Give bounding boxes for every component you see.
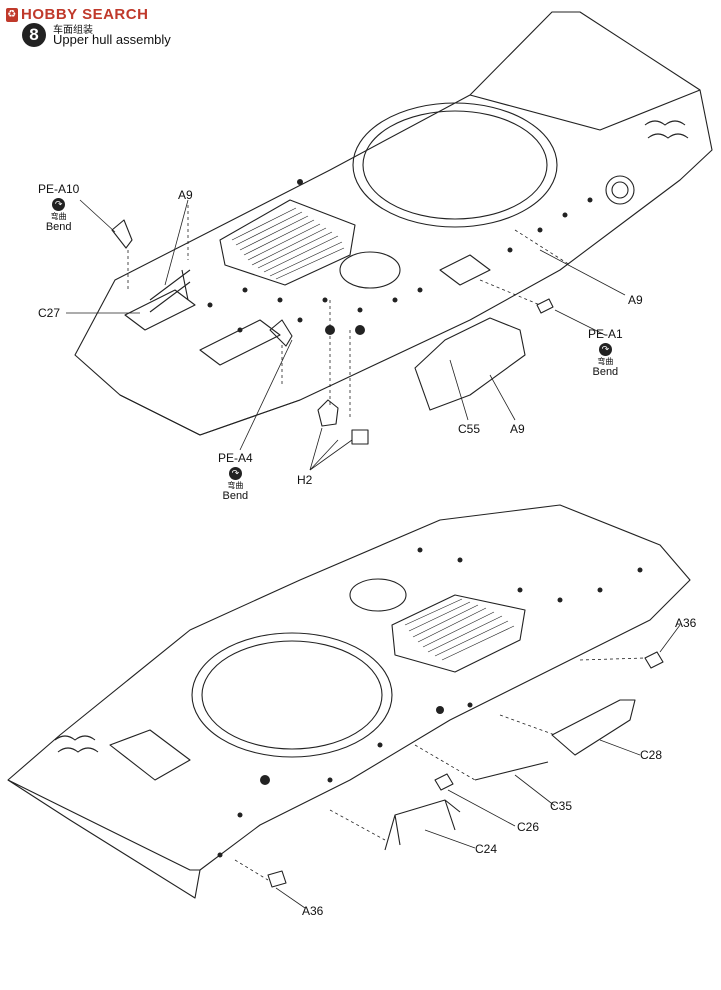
bend-label: Bend	[222, 490, 249, 502]
part-label-pe-a10: PE-A10	[38, 182, 80, 196]
pe-a4-callout: PE-A4 ↷ 弯曲 Bend	[218, 451, 253, 502]
upper-hull-top-view	[74, 11, 713, 445]
upper-hull-bottom-view	[7, 504, 691, 899]
pe-a1-callout: PE-A1 ↷ 弯曲 Bend	[588, 327, 623, 378]
step-title-chinese: 车面组装	[53, 25, 93, 36]
part-label-c27: C27	[38, 306, 61, 320]
part-label-a36-bottom: A36	[302, 904, 324, 918]
bend-arrow-icon: ↷	[598, 343, 612, 356]
part-label-c35: C35	[550, 799, 573, 813]
part-label-a9-right: A9	[628, 293, 643, 307]
part-label-c55: C55	[458, 422, 481, 436]
step-number: 8	[22, 23, 46, 47]
watermark-text: HOBBY SEARCH	[21, 6, 149, 23]
bend-arrow-icon: ↷	[52, 198, 66, 211]
pe-a10-callout: PE-A10 ↷ 弯曲 Bend	[38, 182, 79, 233]
part-label-c28: C28	[640, 748, 663, 762]
part-label-pe-a1: PE-A1	[588, 327, 623, 341]
part-label-a9-bottom: A9	[510, 422, 525, 436]
step-title: Upper hull assembly	[53, 32, 171, 47]
bend-label-chinese: 弯曲	[227, 481, 244, 490]
bend-label-chinese: 弯曲	[597, 357, 614, 366]
part-label-h2: H2	[297, 473, 313, 487]
part-label-c26: C26	[517, 820, 540, 834]
bend-label: Bend	[592, 366, 619, 378]
part-label-c24: C24	[475, 842, 498, 856]
part-label-a9-top: A9	[178, 188, 193, 202]
bend-label: Bend	[45, 221, 72, 233]
bend-arrow-icon: ↷	[228, 467, 242, 480]
watermark-logo-icon: ♻	[6, 7, 18, 22]
bend-label-chinese: 弯曲	[50, 212, 67, 221]
hobby-search-watermark: ♻ HOBBY SEARCH	[6, 6, 148, 23]
part-label-a36-right: A36	[675, 616, 697, 630]
part-label-pe-a4: PE-A4	[218, 451, 253, 465]
